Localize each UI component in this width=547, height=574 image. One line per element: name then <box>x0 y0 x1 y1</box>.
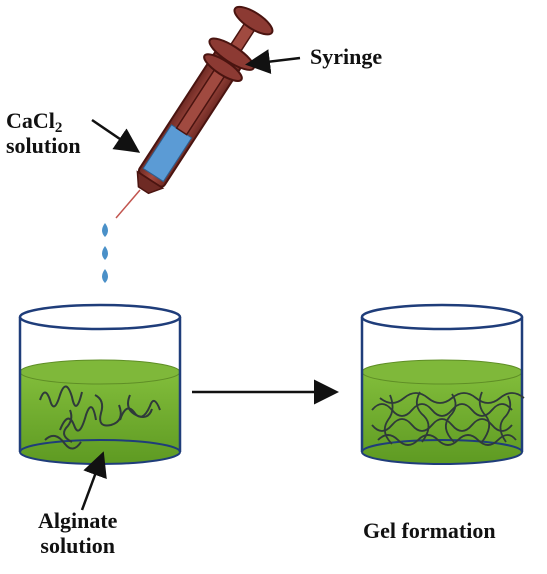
cacl2-label: CaCl2 solution <box>6 108 81 159</box>
syringe <box>136 5 274 195</box>
syringe-label: Syringe <box>310 44 382 69</box>
drops <box>102 223 108 283</box>
syringe-plunger-cap <box>233 5 274 36</box>
alginate-chains <box>39 385 161 450</box>
syringe-label-arrow <box>245 49 301 75</box>
drop-1 <box>102 223 108 237</box>
alginate-label-arrow <box>80 451 107 511</box>
beaker-right-rim <box>360 303 524 331</box>
syringe-plunger <box>175 18 259 136</box>
beaker-right <box>360 303 525 465</box>
gel-formation-label: Gel formation <box>363 518 496 543</box>
cacl2-label-sub: 2 <box>54 120 63 136</box>
syringe-tip <box>136 170 165 195</box>
drop-3 <box>102 269 108 283</box>
needle <box>115 189 141 219</box>
beaker-right-gel-body <box>362 372 522 464</box>
beaker-right-gel-top <box>361 359 523 385</box>
cacl2-label-line1: CaCl2 <box>6 108 81 136</box>
cacl2-label-main: CaCl <box>6 108 55 133</box>
alginate-label: Alginate solution <box>38 508 117 559</box>
beaker-left-rim <box>18 303 182 331</box>
drop-2 <box>102 246 108 260</box>
alginate-label-line1: Alginate <box>38 508 118 533</box>
cacl2-label-arrow <box>91 118 141 153</box>
cacl2-label-line2: solution <box>6 133 81 159</box>
alginate-label-line2: solution <box>40 533 116 559</box>
gel-formation-text: Gel formation <box>363 518 496 543</box>
gel-network <box>371 391 525 446</box>
syringe-flange-2 <box>203 53 243 82</box>
beaker-left-gel-top <box>19 359 181 385</box>
beaker-left <box>18 303 182 465</box>
syringe-label-text: Syringe <box>310 44 383 69</box>
